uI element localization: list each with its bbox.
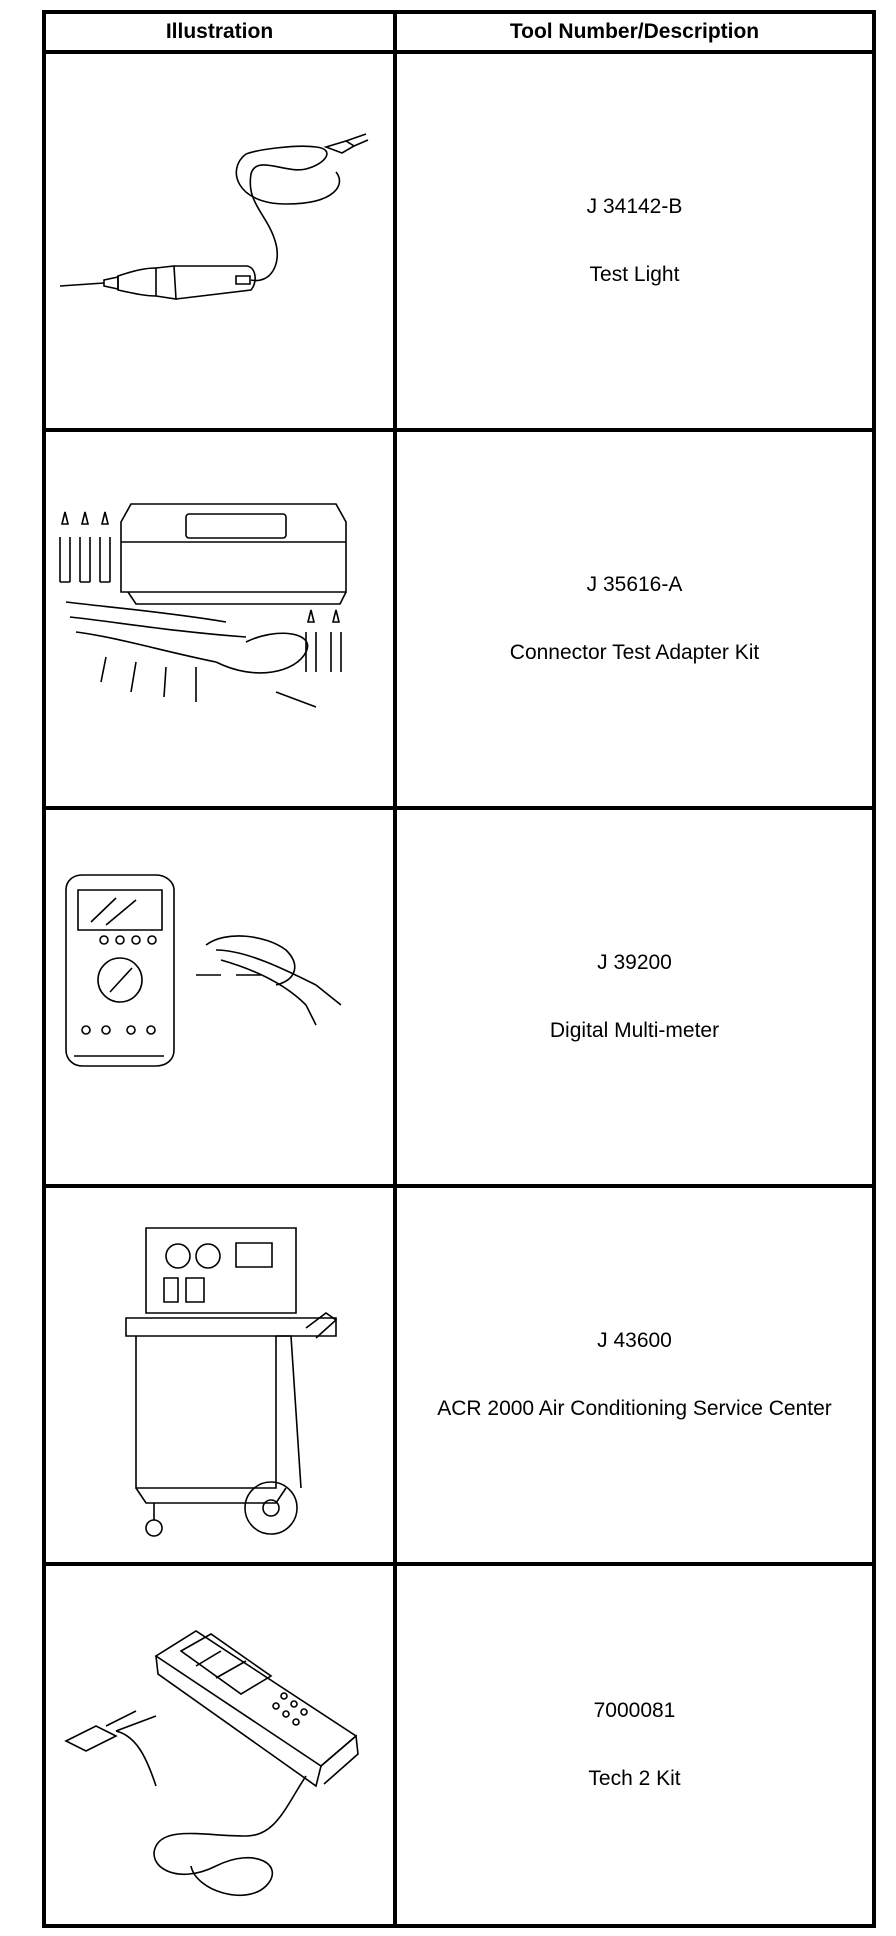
tech2-scanner-icon (46, 1566, 393, 1924)
test-light-icon (46, 54, 393, 428)
tool-number: J 35616-A (586, 573, 683, 596)
header-tool-description: Tool Number/Description (509, 20, 760, 43)
tool-info: J 34142-B Test Light (397, 54, 872, 428)
table-header: Illustration Tool Number/Description (46, 14, 872, 54)
multimeter-icon (46, 810, 393, 1184)
tool-description: ACR 2000 Air Conditioning Service Center (437, 1397, 832, 1420)
tool-info: J 43600 ACR 2000 Air Conditioning Servic… (397, 1188, 872, 1562)
table-row: J 34142-B Test Light (46, 54, 872, 432)
table-row: J 39200 Digital Multi-meter (46, 810, 872, 1188)
tool-number: J 43600 (597, 1329, 672, 1352)
tool-table: Illustration Tool Number/Description J 3… (42, 10, 876, 1928)
column-divider (393, 14, 397, 1924)
table-row: J 35616-A Connector Test Adapter Kit (46, 432, 872, 810)
table-row: J 43600 ACR 2000 Air Conditioning Servic… (46, 1188, 872, 1566)
header-illustration: Illustration (165, 20, 274, 43)
table-row: 7000081 Tech 2 Kit (46, 1566, 872, 1924)
tool-info: J 39200 Digital Multi-meter (397, 810, 872, 1184)
tool-info: 7000081 Tech 2 Kit (397, 1566, 872, 1924)
tool-number: J 34142-B (586, 195, 683, 218)
tool-number: J 39200 (597, 951, 672, 974)
ac-service-center-icon (46, 1188, 393, 1562)
tool-info: J 35616-A Connector Test Adapter Kit (397, 432, 872, 806)
tool-description: Test Light (589, 263, 680, 286)
adapter-kit-icon (46, 432, 393, 806)
tool-number: 7000081 (593, 1699, 676, 1722)
tool-description: Tech 2 Kit (588, 1767, 681, 1790)
tool-description: Digital Multi-meter (549, 1019, 720, 1042)
tool-description: Connector Test Adapter Kit (509, 641, 760, 664)
